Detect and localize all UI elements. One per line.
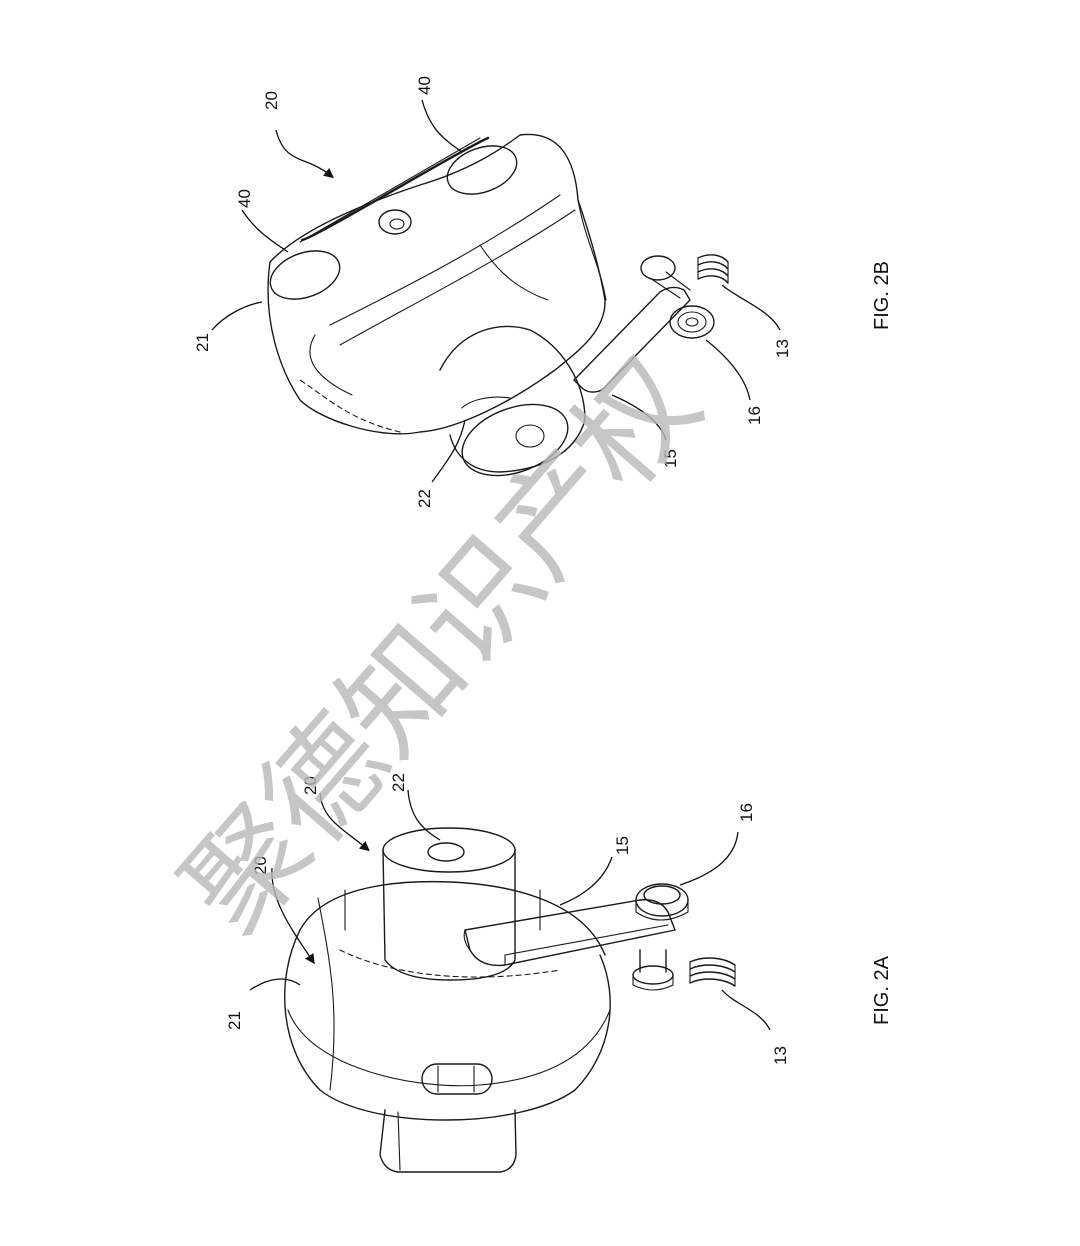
fig2b-housing-21 bbox=[267, 133, 607, 435]
fig2b-ref-40-left: 40 bbox=[235, 189, 254, 208]
fig2a-ref-16: 16 bbox=[737, 803, 756, 822]
fig2a-spring-13 bbox=[689, 957, 736, 987]
fig2a-disc-body-21 bbox=[284, 880, 611, 1121]
fig2a-ref-22: 22 bbox=[389, 773, 408, 792]
fig2b-hub-22 bbox=[439, 325, 586, 477]
fig2b-pin bbox=[640, 255, 691, 299]
figure-2a: 20 20 22 15 16 21 13 FIG. 2A bbox=[225, 773, 893, 1173]
figure-2b: 20 40 40 21 22 15 16 13 FIG. 2B bbox=[193, 76, 893, 508]
fig2b-ref-40-right: 40 bbox=[415, 76, 434, 95]
fig2a-hub-22 bbox=[344, 827, 541, 981]
fig2b-ref-22: 22 bbox=[415, 489, 434, 508]
fig2b-ref-15: 15 bbox=[661, 449, 680, 468]
fig2a-roller-16 bbox=[635, 883, 689, 921]
fig2a-ref-20b: 20 bbox=[301, 776, 320, 795]
fig2b-pad-40-right bbox=[446, 145, 518, 195]
fig2a-lever-15 bbox=[463, 899, 676, 967]
fig2a-ref-13: 13 bbox=[771, 1046, 790, 1065]
fig2b-ref-21: 21 bbox=[193, 333, 212, 352]
fig2b-roller-16 bbox=[669, 305, 715, 339]
fig2b-ref-13: 13 bbox=[773, 339, 792, 358]
fig2a-ref-20a: 20 bbox=[251, 856, 270, 875]
fig2a-ref-15: 15 bbox=[613, 836, 632, 855]
fig2a-hub-bore bbox=[427, 842, 465, 862]
fig2b-ref-20: 20 bbox=[262, 91, 281, 110]
fig2b-pad-40-left bbox=[269, 250, 341, 300]
fig2b-spring-13 bbox=[697, 254, 729, 284]
fig2b-caption: FIG. 2B bbox=[871, 261, 893, 330]
watermark-text: 聚德知识产权 bbox=[157, 333, 726, 958]
fig2a-lower-shaft bbox=[379, 1109, 517, 1173]
fig2a-pin bbox=[632, 949, 674, 991]
fig2a-caption: FIG. 2A bbox=[871, 955, 893, 1025]
fig2a-ref-21: 21 bbox=[225, 1011, 244, 1030]
fig2a-slot bbox=[421, 1063, 493, 1095]
fig2b-center-hole bbox=[378, 209, 412, 235]
fig2b-ref-16: 16 bbox=[745, 406, 764, 425]
